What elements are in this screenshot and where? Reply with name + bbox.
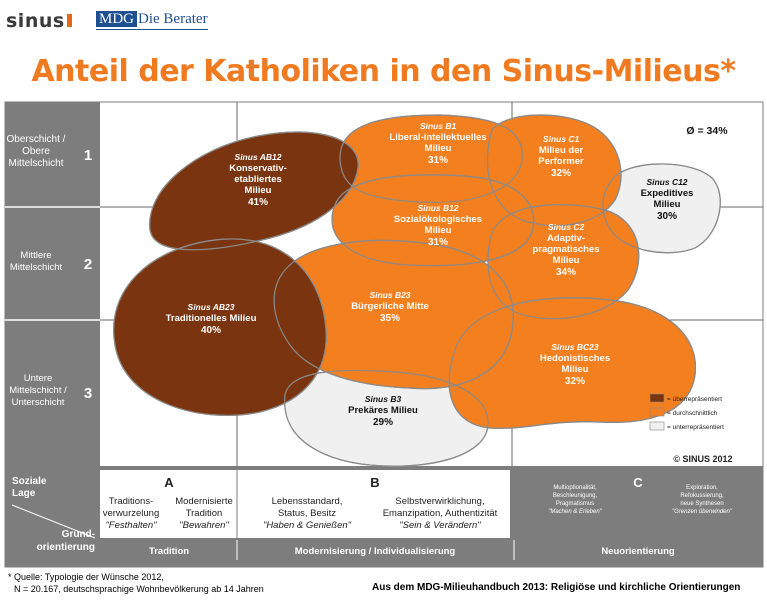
legend-swatch: [649, 407, 665, 417]
shape-bc23-outline: [448, 297, 697, 429]
legend: = überrepräsentiert = durchschnittlich = u…: [649, 393, 724, 431]
shape-b1-outline: [339, 114, 523, 203]
section-b-item-line: Lebensstandard,: [272, 496, 343, 507]
row-2-number: 2: [84, 256, 92, 273]
section-a-item-line: Tradition: [186, 508, 223, 519]
section-a-letter: A: [164, 475, 174, 490]
section-b-item-italic: "Sein & Verändern": [399, 520, 481, 531]
row-1-number: 1: [84, 147, 92, 164]
legend-swatch: [649, 393, 665, 403]
section-b-item-italic: "Haben & Genießen": [263, 520, 352, 531]
band-tradition: Tradition: [149, 546, 189, 557]
row-separators: [5, 206, 100, 321]
shape-ab12-outline: [149, 131, 359, 251]
section-c-item-line: Multioptionalität,: [553, 485, 597, 491]
source-note: Aus dem MDG-Milieuhandbuch 2013: Religiö…: [372, 582, 741, 593]
section-c-item-line: Refokussierung,: [680, 493, 724, 499]
footnote: * Quelle: Typologie der Wünsche 2012, N …: [8, 571, 264, 595]
section-a-item-line: Traditions-: [109, 496, 154, 507]
legend-label: = überrepräsentiert: [667, 396, 722, 403]
copyright: © SINUS 2012: [673, 454, 732, 464]
bottom-panel-ab: [100, 470, 510, 538]
shape-b23-outline: [273, 239, 514, 390]
band-modernisierung: Modernisierung / Individualisierung: [295, 546, 456, 557]
shape-b12-outline: [331, 174, 535, 267]
section-a-item-line: verwurzelung: [103, 508, 160, 519]
sinus-logo-mark: [66, 14, 72, 27]
section-c-item-line: Pragmatismus: [556, 501, 594, 507]
footnote-line-2: N = 20.167, deutschsprachige Wohnbevölke…: [14, 584, 264, 594]
shape-ab23-outline: [113, 238, 327, 416]
legend-label: = durchschnittlich: [667, 410, 718, 417]
section-b-letter: B: [370, 475, 379, 490]
section-b-item-line: Emanzipation, Authentizität: [383, 508, 498, 519]
footnote-line-1: * Quelle: Typologie der Wünsche 2012,: [8, 572, 164, 582]
row-label-column: [5, 102, 100, 466]
legend-label: = unterrepräsentiert: [667, 424, 724, 431]
section-c-item-line: neue Synthesen: [680, 501, 723, 507]
page-title: Anteil der Katholiken in den Sinus-Milie…: [31, 54, 736, 89]
shape-b3-outline: [284, 369, 489, 467]
section-b-item-line: Selbstverwirklichung,: [395, 496, 484, 507]
corner-diagonal: [11, 504, 96, 539]
band-neuorientierung: Neuorientierung: [601, 546, 675, 557]
section-a-item-italic: "Bewahren": [179, 520, 229, 531]
section-b-item-line: Status, Besitz: [278, 508, 336, 519]
bottom-panel-c: [514, 470, 763, 538]
section-c-item-line: Exploration,: [686, 485, 718, 491]
section-c-item-line: Beschleunigung,: [553, 493, 598, 499]
section-a-item-italic: "Festhalten": [105, 520, 157, 531]
mdg-logo-rest: Die Berater: [138, 11, 208, 27]
shape-c1-outline: [486, 114, 622, 227]
shape-c2-outline: [487, 203, 640, 320]
section-c-item-italic: "Grenzen überwinden": [672, 509, 733, 515]
mdg-logo-mdg: MDG: [96, 11, 138, 27]
row-3-number: 3: [84, 385, 92, 402]
section-c-letter: C: [633, 475, 643, 490]
shape-c12-outline: [602, 163, 721, 254]
milieu-outlines: [113, 114, 721, 467]
sinus-logo: sinus: [6, 10, 72, 32]
orientation-band: [100, 540, 763, 560]
average-note: Ø = 34%: [686, 125, 728, 137]
section-c-item-italic: "Machen & Erleben": [548, 509, 602, 515]
legend-swatch: [649, 421, 665, 431]
grundorientierung-label: Grund-orientierung: [37, 529, 95, 553]
section-a-item-line: Modernisierte: [175, 496, 233, 507]
